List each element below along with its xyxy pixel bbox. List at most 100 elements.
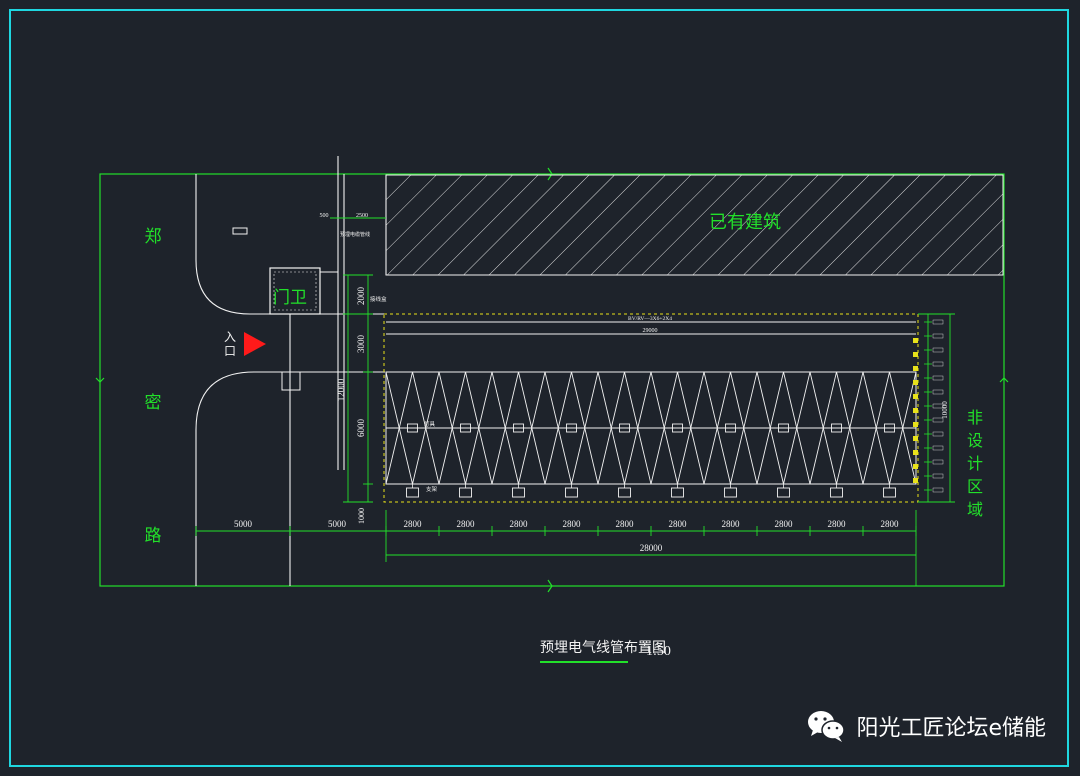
bracket-label: 支架 <box>426 485 438 493</box>
dim-v-3000: 3000 <box>356 335 366 354</box>
dim-top-500: 500 <box>320 213 329 219</box>
right-dimension-lines <box>918 313 955 503</box>
non-design-char-5: 域 <box>967 500 983 519</box>
bracket-icon <box>459 487 472 498</box>
bracket-icon <box>883 487 896 498</box>
right-tick-label <box>932 445 944 451</box>
drawing-scale: 1:50 <box>646 644 671 659</box>
span-dim-label: 2800 <box>404 519 423 529</box>
truss-v-inv <box>809 371 864 485</box>
non-design-char-4: 区 <box>967 477 983 496</box>
bottom-dimension-lines <box>195 510 917 586</box>
right-tick-label <box>932 319 944 325</box>
bracket-icon <box>406 487 419 498</box>
dim-v-1000: 1000 <box>357 508 366 524</box>
span-dim-label: 2800 <box>669 519 688 529</box>
span-dim-label: 2800 <box>881 519 900 529</box>
right-tick-label <box>932 487 944 493</box>
junction-box-icon <box>913 394 918 399</box>
truss-v-inv <box>597 371 652 485</box>
span-dim-label: 2800 <box>510 519 529 529</box>
junction-box-icon <box>913 464 918 469</box>
lamp-label: 灯具 <box>424 420 436 428</box>
bracket-icon <box>618 487 631 498</box>
dim-total-28000: 28000 <box>640 543 663 553</box>
dim-top-2500: 2500 <box>356 213 368 219</box>
road-lines <box>195 156 387 586</box>
existing-building-area <box>385 174 1004 276</box>
guard-house <box>269 267 338 315</box>
span-dim-label: 2800 <box>775 519 794 529</box>
right-tick-label <box>932 361 944 367</box>
non-design-char-2: 设 <box>967 431 983 450</box>
junction-box-icon <box>913 478 918 483</box>
junction-box-icon <box>913 450 918 455</box>
right-tick-label <box>932 375 944 381</box>
dim-road-left: 5000 <box>234 519 253 529</box>
bracket-icon <box>830 487 843 498</box>
dim-v-2000: 2000 <box>356 287 366 306</box>
right-tick-label <box>932 459 944 465</box>
dim-v-6000: 6000 <box>356 419 366 438</box>
dim-road-right: 5000 <box>328 519 347 529</box>
upper-strip-dim: 29000 <box>643 328 658 334</box>
truss-v-inv <box>491 371 546 485</box>
bottom-dimension-ticks: 2800 2800 2800 2800 2800 2800 2800 2800 2800 2800 <box>385 519 917 536</box>
junction-label: 接线盒 <box>370 295 387 303</box>
drawing-title: 预埋电气线管布置图 <box>540 640 666 656</box>
junction-box-icon <box>913 436 918 441</box>
span-dim-label: 2800 <box>616 519 635 529</box>
truss-v-inv <box>862 371 917 485</box>
span-dim-label: 2800 <box>722 519 741 529</box>
bracket-icon <box>724 487 737 498</box>
span-dim-label: 2800 <box>563 519 582 529</box>
junction-box-icon <box>913 352 918 357</box>
truss-v-inv <box>756 371 811 485</box>
truss-v-inv <box>438 371 493 485</box>
right-tick-label <box>932 473 944 479</box>
right-tick-label <box>932 333 944 339</box>
left-dimension-lines <box>330 217 386 503</box>
right-dimension-ticks <box>913 319 944 493</box>
junction-box-icon <box>913 380 918 385</box>
upper-strip <box>386 321 916 335</box>
entrance-arrow-icon <box>244 332 266 356</box>
junction-box-icon <box>913 338 918 343</box>
span-dim-label: 2800 <box>457 519 476 529</box>
road-name-char-3: 路 <box>145 526 162 546</box>
guard-house-label: 门卫 <box>273 288 307 308</box>
upper-strip-label: BV/RV—3X6+2X4 <box>628 316 672 322</box>
right-tick-label <box>932 389 944 395</box>
gate-post <box>281 371 301 391</box>
right-tick-label <box>932 347 944 353</box>
non-design-char-1: 非 <box>967 408 983 427</box>
span-dim-label: 2800 <box>828 519 847 529</box>
truss-v-inv <box>703 371 758 485</box>
watermark: 阳光工匠论坛e储能 <box>806 706 1046 746</box>
equipment-area-outline <box>383 313 919 503</box>
junction-box-icon <box>913 366 918 371</box>
road-name-char-2: 密 <box>145 393 162 413</box>
entrance-char-1: 入 <box>224 330 236 344</box>
truss-v-inv <box>650 371 705 485</box>
electric-pipe-label: 预埋电缆管线 <box>340 231 370 238</box>
bracket-icon <box>777 487 790 498</box>
right-tick-label <box>932 431 944 437</box>
drawing-frame <box>9 9 1069 767</box>
watermark-text: 阳光工匠论坛e储能 <box>856 716 1046 741</box>
bracket-icon <box>512 487 525 498</box>
truss-v-inv <box>544 371 599 485</box>
bracket-icon <box>671 487 684 498</box>
small-marker <box>232 227 248 235</box>
junction-box-icon <box>913 408 918 413</box>
entrance-char-2: 口 <box>224 344 236 358</box>
fixture-group <box>406 423 896 498</box>
non-design-char-3: 计 <box>967 454 983 473</box>
dim-vertical-total: 12000 <box>336 378 346 401</box>
junction-box-icon <box>913 422 918 427</box>
dim-right-10000: 10000 <box>941 401 949 419</box>
truss-v-inv <box>385 371 440 485</box>
road-name-char-1: 郑 <box>145 227 162 247</box>
right-tick-label <box>932 417 944 423</box>
